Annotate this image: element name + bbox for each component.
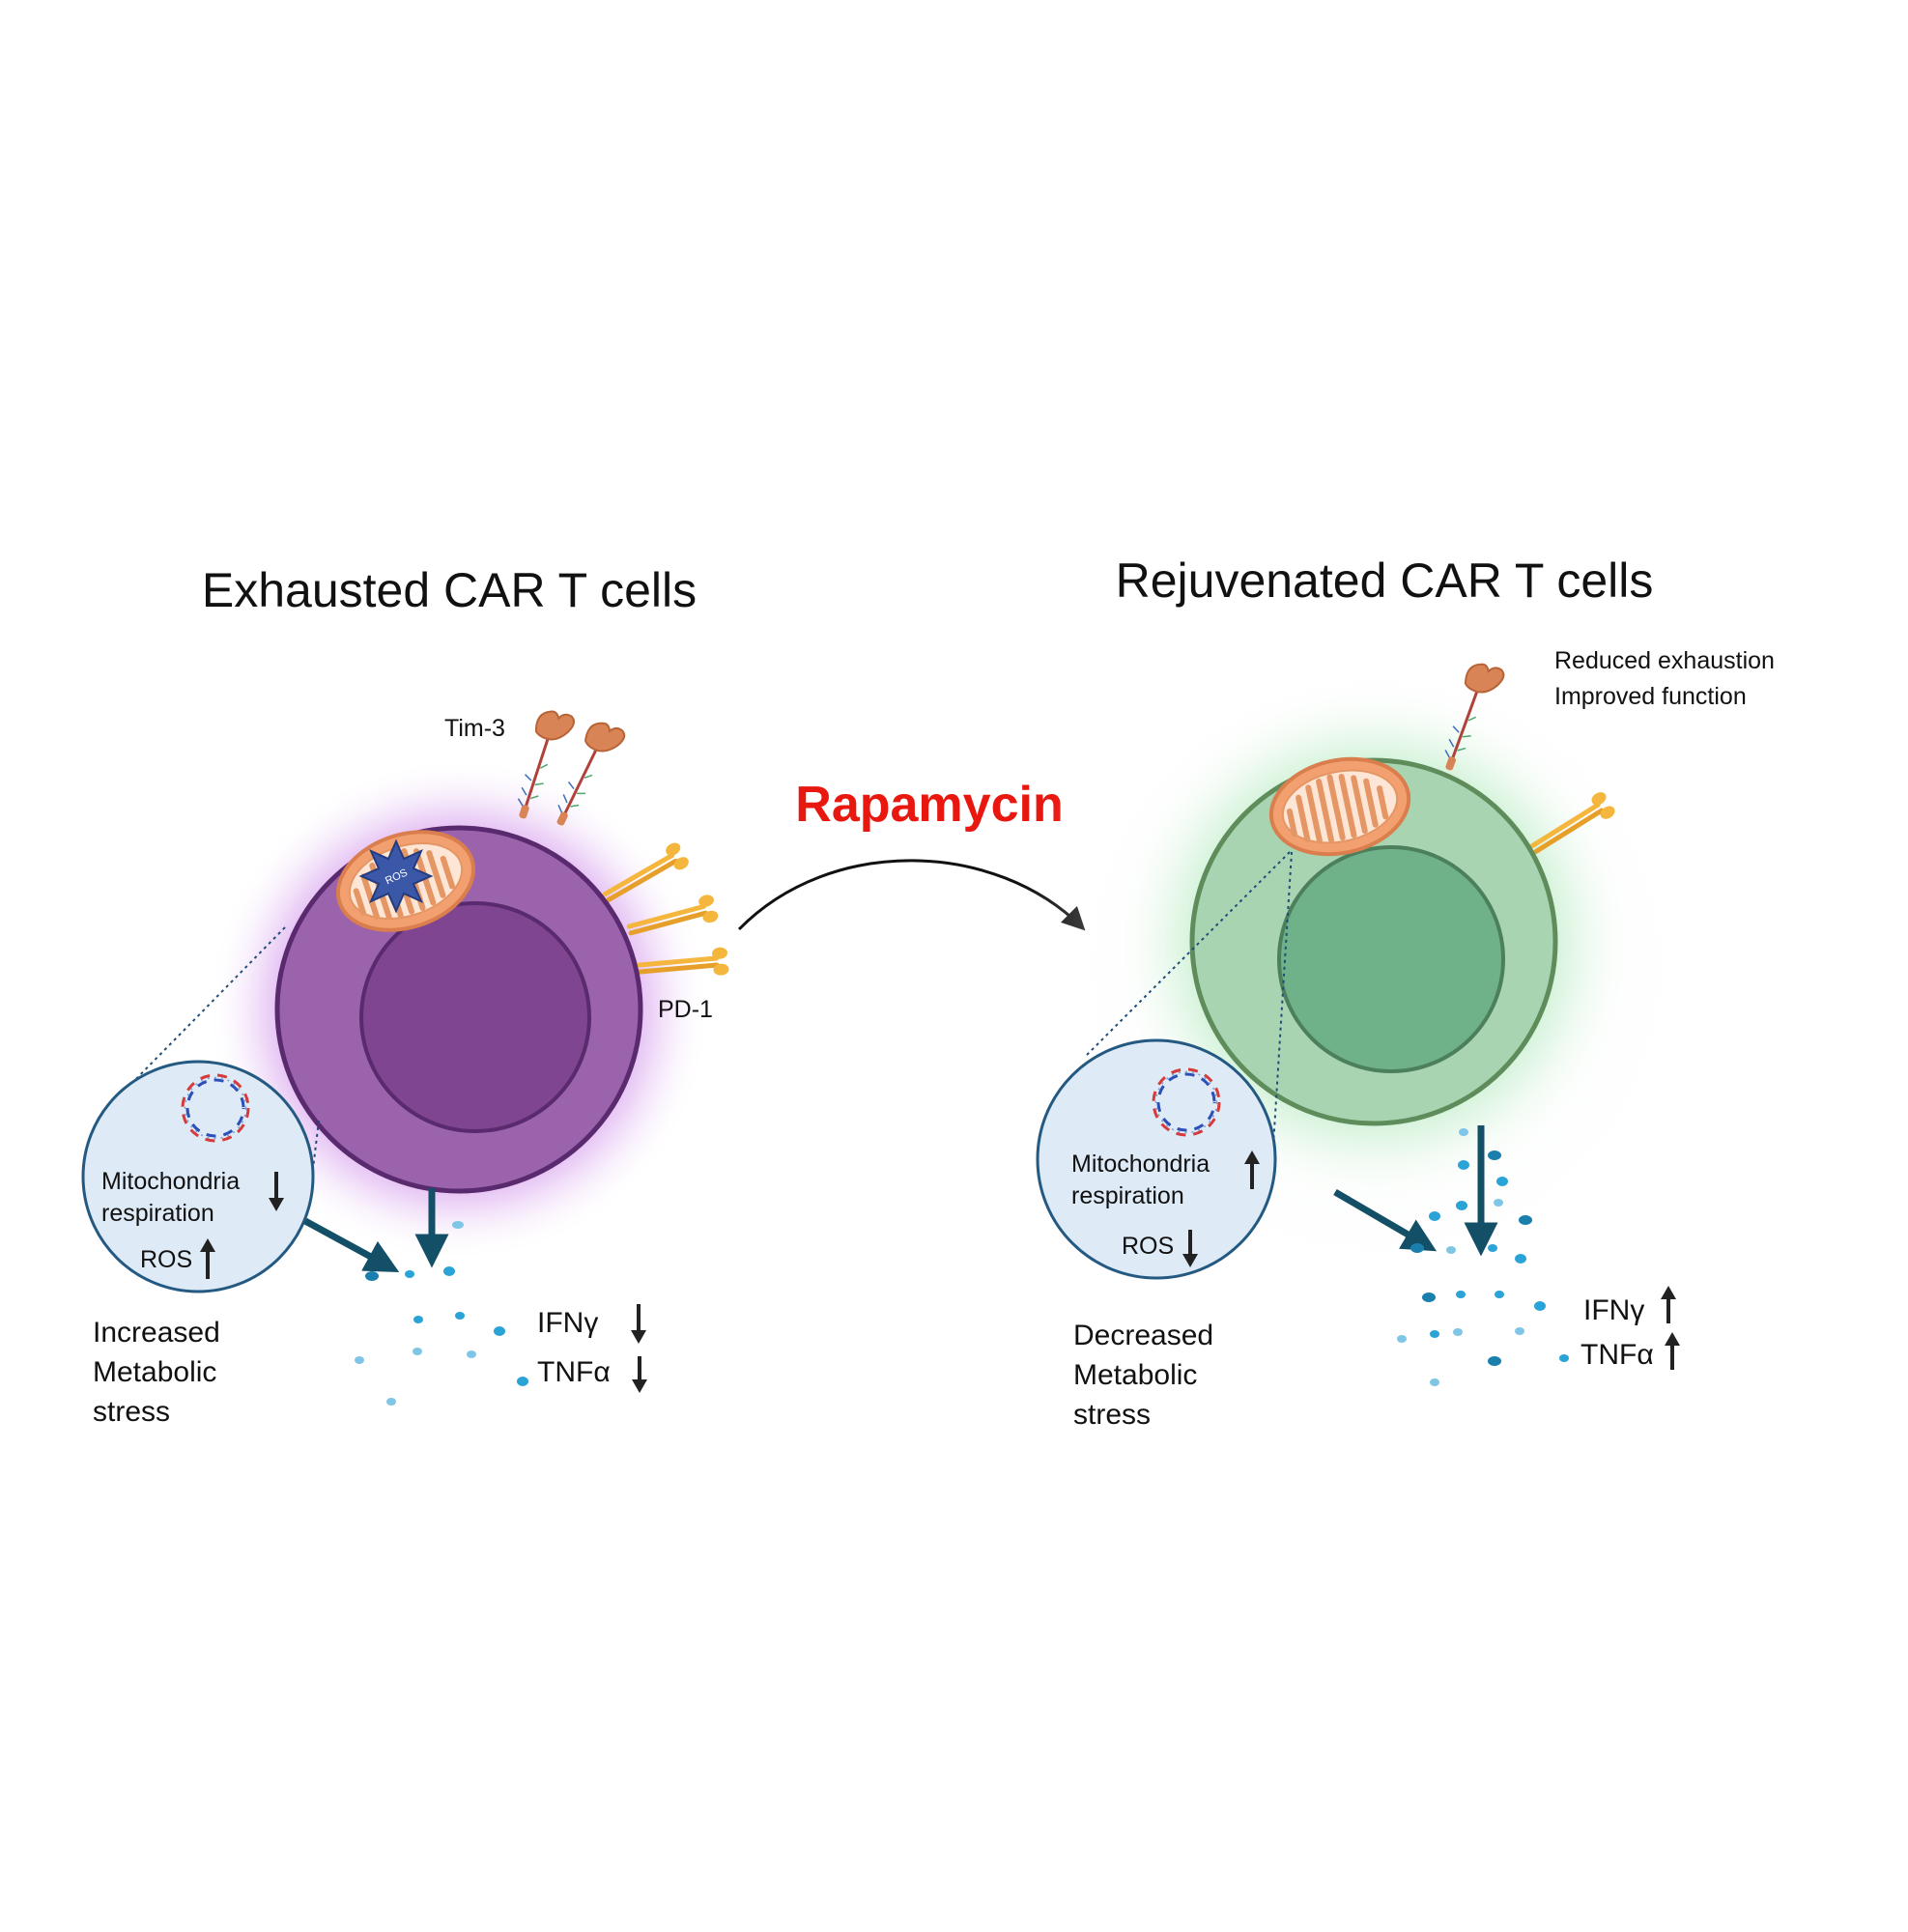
down-arrow-icon [632,1356,647,1393]
zoom-line [125,926,286,1091]
tim3-label: Tim-3 [444,715,505,742]
down-arrow-icon [1182,1230,1198,1267]
zoom-line [1084,851,1291,1058]
ros-star-icon: ROS [360,840,432,912]
cytokine-dot-icon [1397,1128,1569,1386]
stress-arrow [1333,1188,1438,1252]
rejuvenated-nucleus [1277,845,1505,1073]
stress-line1: Increased [93,1317,220,1349]
up-arrow-icon [1244,1151,1260,1189]
zoom-respiration-label: respiration [1071,1182,1184,1209]
stress-line2: Metabolic [1073,1359,1197,1391]
zoom-mito-label: Mitochondria [101,1168,240,1195]
stress-line2: Metabolic [93,1356,216,1388]
rapamycin-label: Rapamycin [795,777,1063,833]
stress-line3: stress [1073,1399,1151,1431]
zoom-ros-label: ROS [140,1246,192,1273]
stress-line3: stress [93,1396,170,1428]
ifng-label: IFNγ [1583,1294,1644,1326]
zoom-mito-label: Mitochondria [1071,1151,1210,1178]
ifng-label: IFNγ [537,1307,598,1339]
right-panel-title: Rejuvenated CAR T cells [1116,554,1654,608]
down-arrow-icon [631,1304,646,1344]
tnfa-label: TNFα [537,1356,611,1388]
zoom-bubble [81,1060,315,1293]
down-arrow-icon [269,1172,284,1211]
zoom-line [311,1120,320,1178]
cytokine-dot-icon [355,1221,528,1406]
up-arrow-icon [1665,1332,1680,1370]
up-arrow-icon [200,1238,215,1279]
up-arrow-icon [1661,1286,1676,1323]
pd1-label: PD-1 [658,996,713,1023]
zoom-respiration-label: respiration [101,1200,214,1227]
tnfa-label: TNFα [1581,1339,1654,1371]
zoom-line [1272,851,1293,1147]
exhausted-nucleus [359,901,591,1133]
stress-line1: Decreased [1073,1320,1213,1351]
zoom-ros-label: ROS [1122,1233,1174,1260]
outcome-line2: Improved function [1554,683,1747,710]
outcome-line1: Reduced exhaustion [1554,647,1775,674]
left-panel-title: Exhausted CAR T cells [202,563,697,617]
zoom-bubble [1036,1038,1277,1280]
stress-arrow [303,1217,400,1273]
